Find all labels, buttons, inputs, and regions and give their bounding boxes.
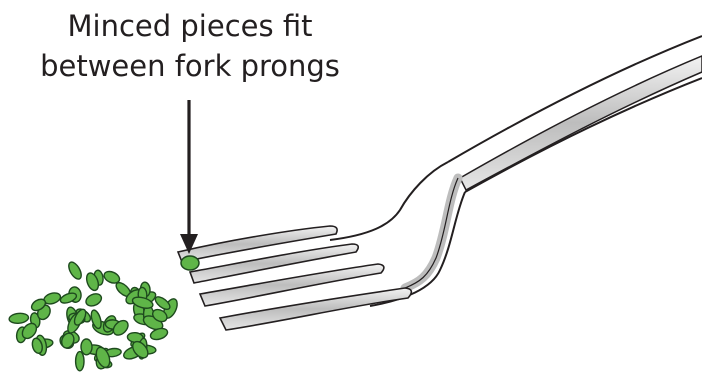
herb-piece <box>76 352 84 371</box>
herb-piece <box>81 339 92 355</box>
herb-piece <box>59 291 78 305</box>
fork-handle-body <box>460 56 702 190</box>
herb-piece <box>84 291 103 308</box>
fork-icon <box>178 36 702 330</box>
herb-piece <box>66 260 84 281</box>
fork-neck-metal <box>405 178 458 288</box>
fork-prongs <box>178 226 411 330</box>
minced-herb-pile <box>9 260 180 371</box>
arrow-down-icon <box>180 100 198 254</box>
herb-piece-in-fork <box>181 256 199 270</box>
herb-piece <box>9 312 29 324</box>
herb-piece <box>89 309 103 330</box>
